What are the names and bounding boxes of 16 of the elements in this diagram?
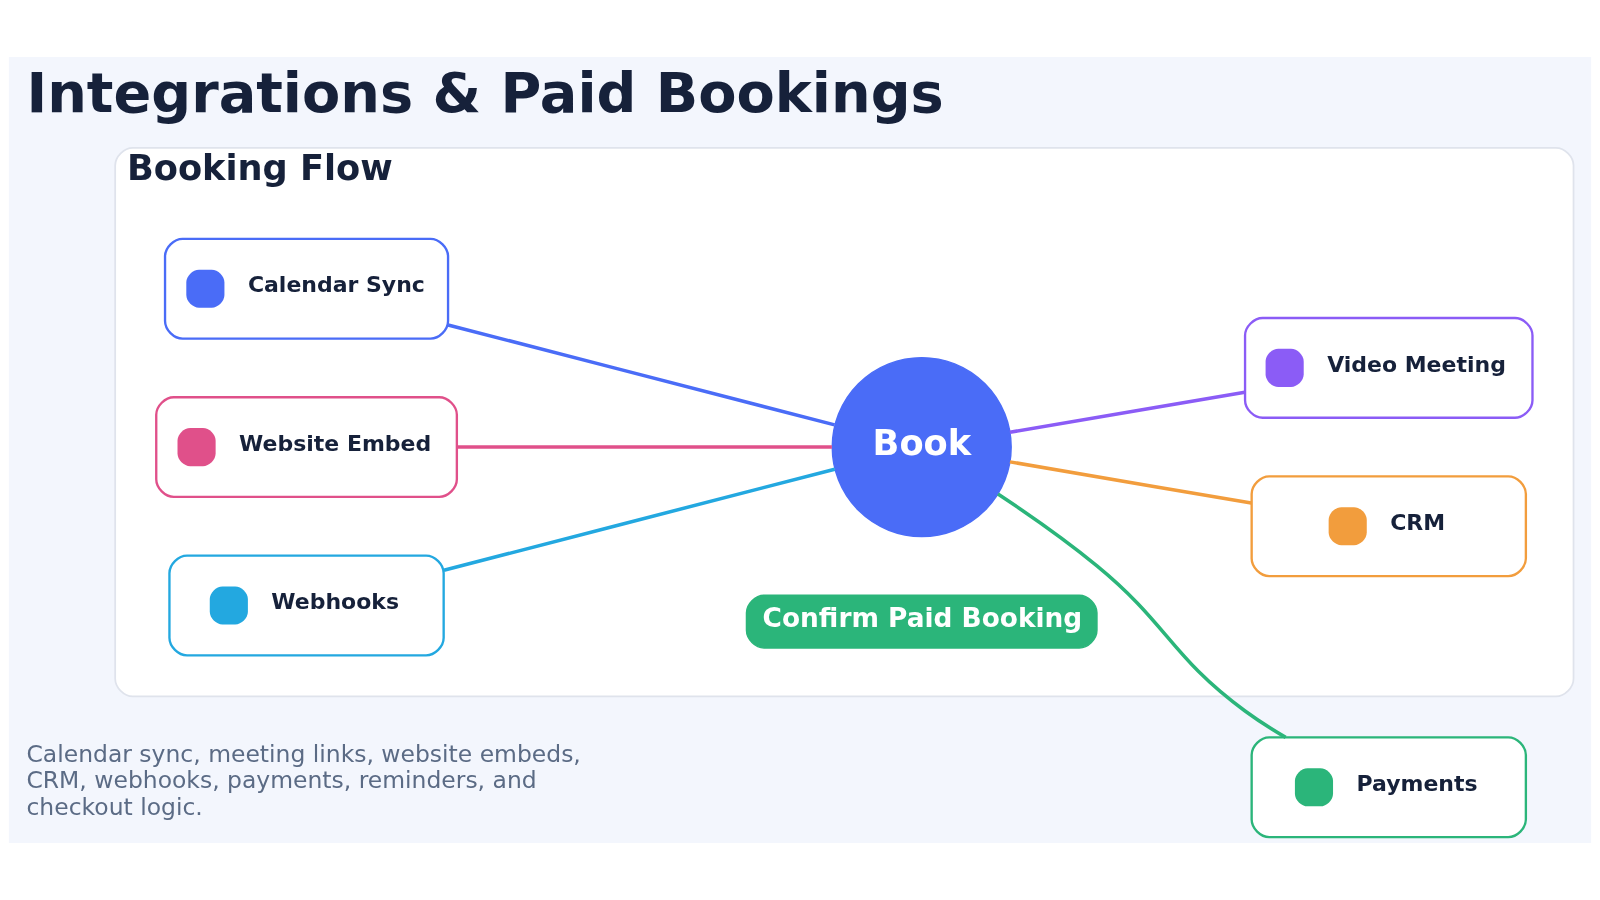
connector xyxy=(457,445,832,449)
node-box: Payments xyxy=(1250,736,1528,839)
diagram-title: Integrations & Paid Bookings xyxy=(26,59,944,125)
connector xyxy=(443,467,836,572)
connector xyxy=(447,323,836,427)
connector xyxy=(1009,390,1246,434)
connector xyxy=(1009,460,1252,505)
node-box: Webhooks xyxy=(168,554,445,657)
node-box: CRM xyxy=(1250,475,1528,578)
node-box: Website Embed xyxy=(155,396,459,499)
node-box: Calendar Sync xyxy=(163,237,450,340)
node-circle: Book xyxy=(831,356,1012,538)
node-box: Video Meeting xyxy=(1243,316,1534,419)
connector xyxy=(996,492,1287,739)
label: Calendar sync, meeting links, website embeds, CRM, webhooks, payments, reminders, and checkout logic. xyxy=(26,740,581,821)
node-box: Confirm Paid Booking xyxy=(745,594,1098,649)
